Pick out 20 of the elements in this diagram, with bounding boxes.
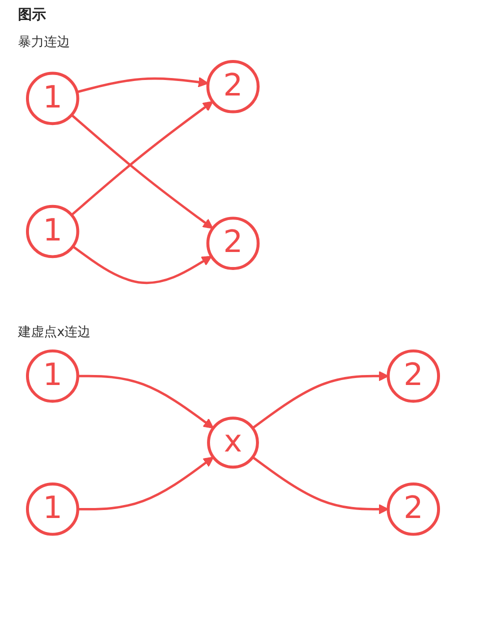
- node-circle: x: [207, 416, 259, 469]
- arrow: [252, 370, 389, 430]
- diagram-title: 图示: [18, 6, 46, 24]
- section-heading: 暴力连边: [18, 34, 70, 52]
- node-circle: 2: [386, 349, 440, 403]
- node-circle: 2: [206, 216, 260, 270]
- arrow: [70, 114, 214, 229]
- arrow: [252, 456, 389, 514]
- node-circle: 1: [26, 349, 80, 403]
- node-circle: 2: [386, 482, 440, 536]
- arrow: [70, 101, 214, 216]
- arrow: [72, 245, 212, 284]
- node-circle: 2: [206, 60, 260, 114]
- arrow: [76, 76, 209, 94]
- arrow: [78, 374, 214, 429]
- node-circle: 1: [26, 72, 80, 126]
- section-heading: 建虚点x连边: [18, 324, 91, 341]
- arrow: [78, 456, 214, 510]
- node-circle: 1: [26, 204, 80, 258]
- node-circle: 1: [26, 482, 80, 536]
